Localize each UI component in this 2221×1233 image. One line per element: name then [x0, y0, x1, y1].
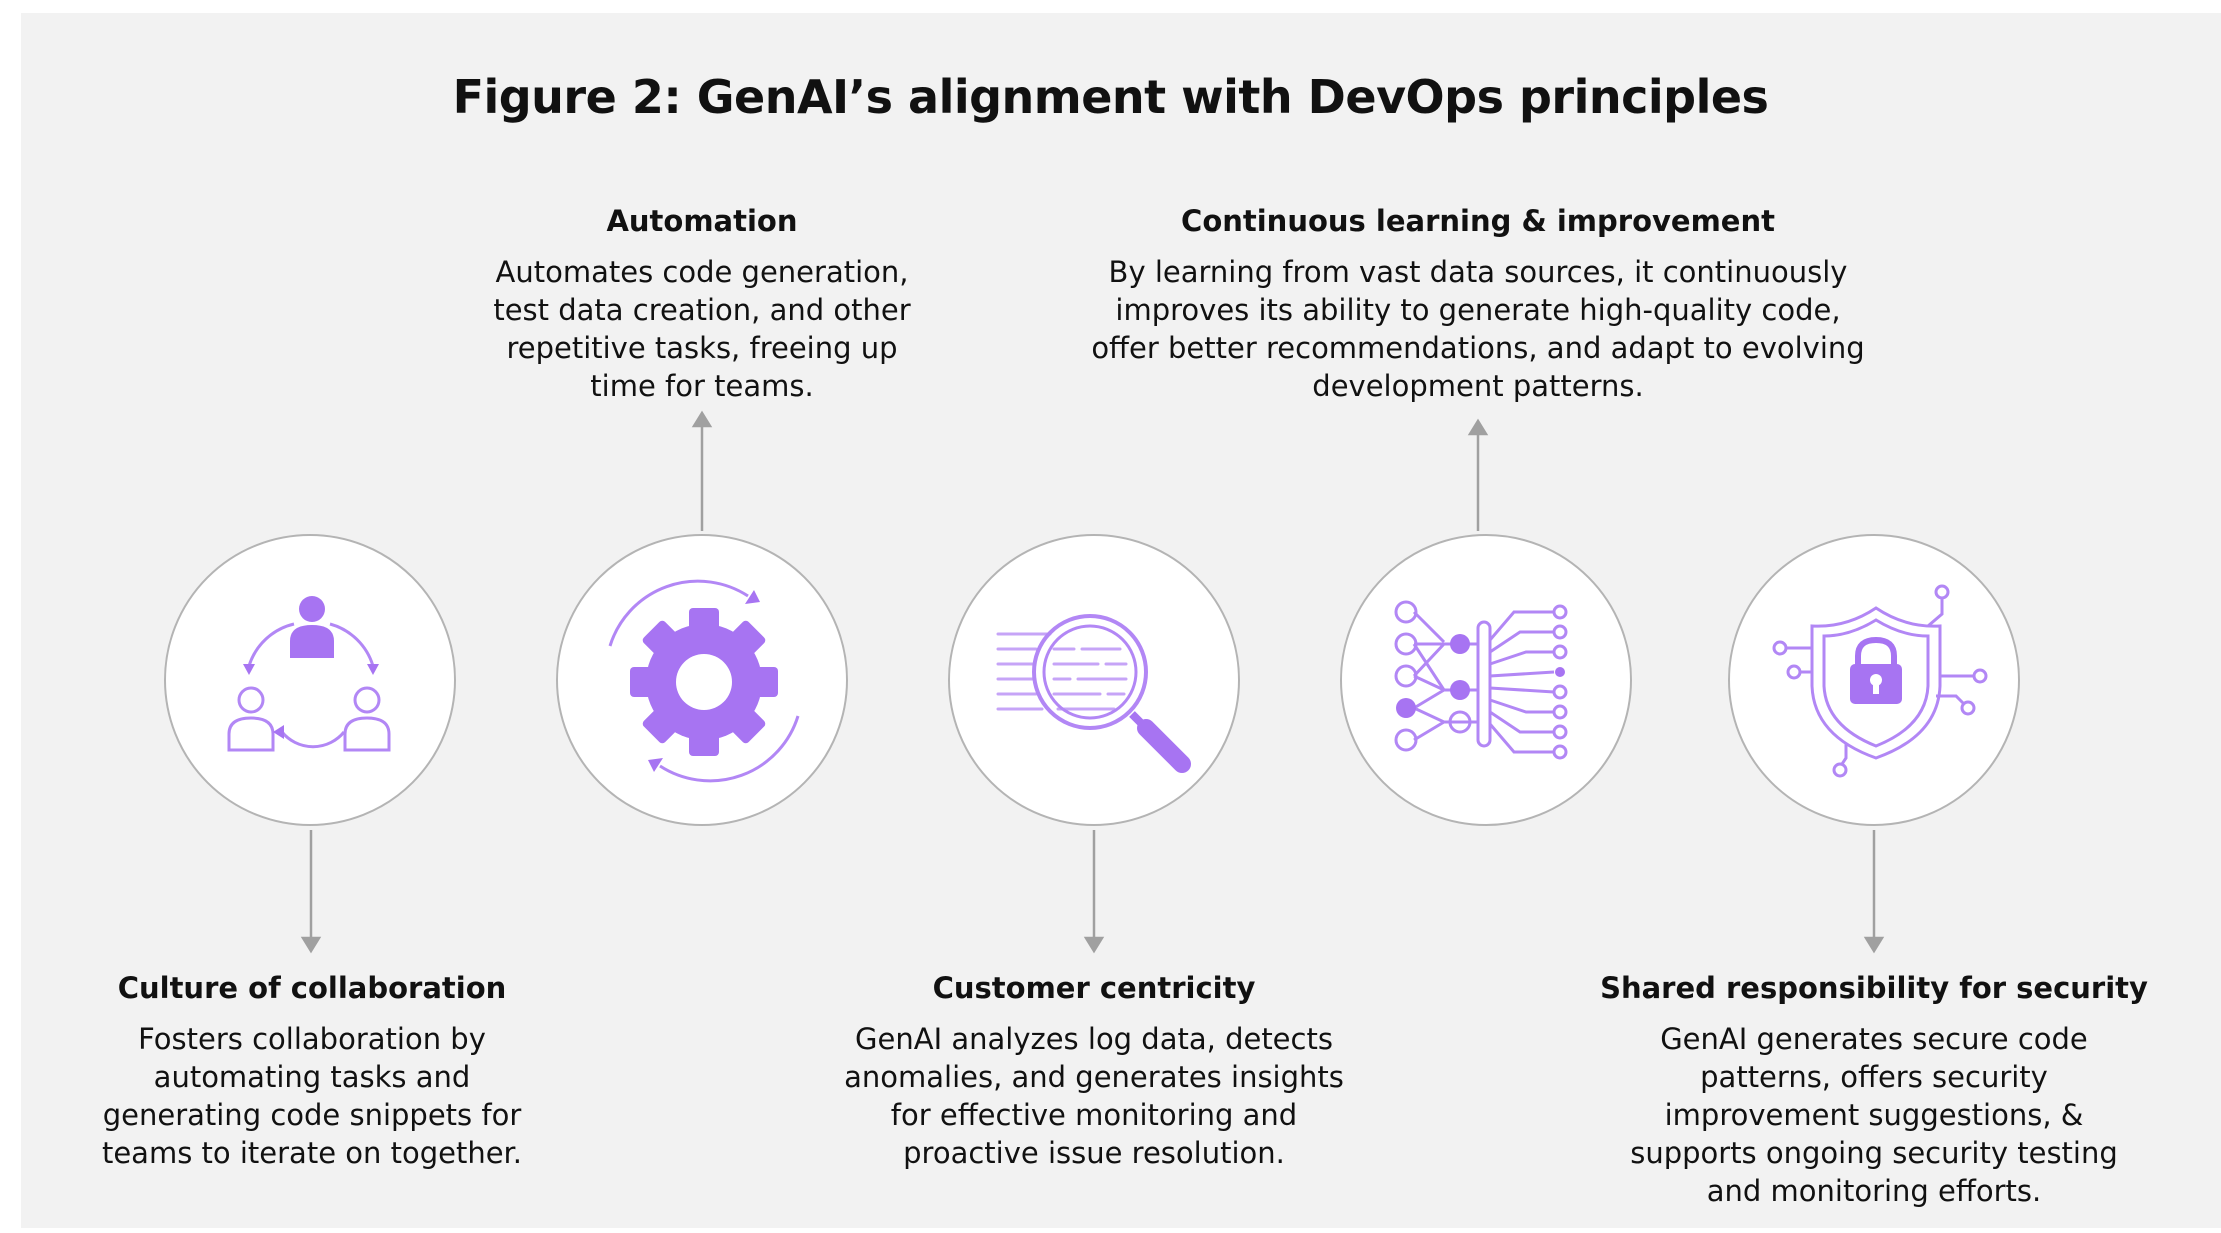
- arrowhead-up-learning: [1467, 418, 1489, 436]
- pillar-description: By learning from vast data sources, it c…: [1091, 255, 1865, 403]
- pillar-customer: Customer centricity GenAI analyzes log d…: [824, 970, 1364, 1172]
- pillar-title: Continuous learning & improvement: [1181, 204, 1775, 238]
- pillar-automation: Automation Automates code generation, te…: [470, 203, 934, 405]
- pillar-learning: Continuous learning & improvement By lea…: [1068, 203, 1888, 405]
- magnifier-icon: [996, 614, 1191, 773]
- figure-title: Figure 2: GenAI’s alignment with DevOps …: [452, 70, 1769, 124]
- pillar-title: Shared responsibility for security: [1600, 971, 2148, 1005]
- pillar-description: Fosters collaboration by automating task…: [101, 1022, 523, 1170]
- arrowhead-down-security: [1863, 936, 1885, 954]
- people-cycle-icon: [227, 596, 391, 752]
- circle-learning: [1340, 534, 1632, 826]
- circle-customer: [948, 534, 1240, 826]
- pillar-collaboration: Culture of collaboration Fosters collabo…: [40, 970, 584, 1172]
- circle-collaboration: [164, 534, 456, 826]
- security-shield-icon: [1772, 584, 1988, 778]
- circle-automation: [556, 534, 848, 826]
- arrowhead-down-collaboration: [300, 936, 322, 954]
- neural-network-icon: [1394, 600, 1568, 760]
- arrowhead-up-automation: [691, 410, 713, 428]
- pillar-title: Automation: [606, 204, 798, 238]
- pillar-description: GenAI generates secure code patterns, of…: [1630, 1022, 2118, 1208]
- gear-icon: [608, 579, 800, 783]
- pillar-security: Shared responsibility for security GenAI…: [1588, 970, 2160, 1210]
- pillar-description: Automates code generation, test data cre…: [493, 255, 911, 403]
- pillar-description: GenAI analyzes log data, detects anomali…: [844, 1022, 1344, 1170]
- pillar-title: Culture of collaboration: [117, 971, 507, 1005]
- circle-security: [1728, 534, 2020, 826]
- pillar-title: Customer centricity: [932, 971, 1256, 1005]
- arrowhead-down-customer: [1083, 936, 1105, 954]
